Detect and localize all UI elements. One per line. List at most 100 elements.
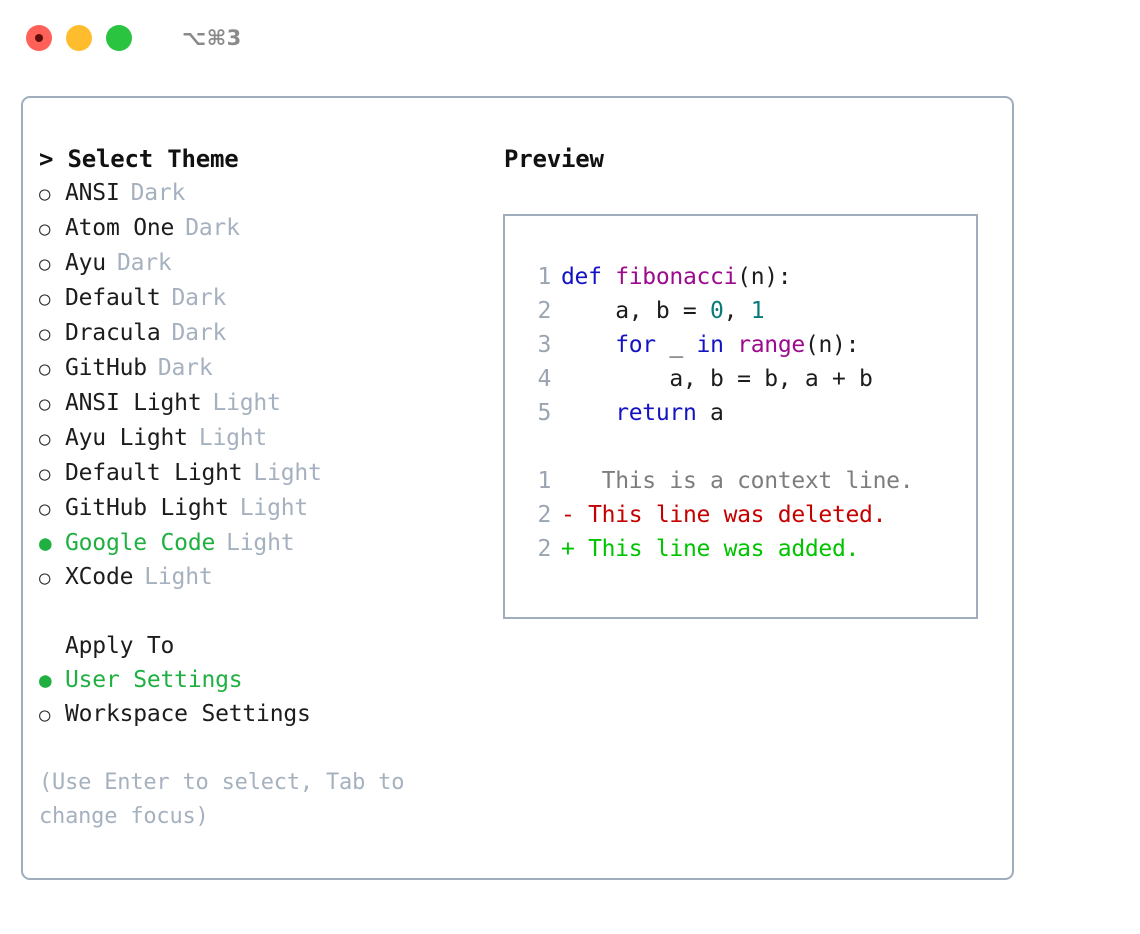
- code-token: [561, 332, 615, 358]
- code-line-content: a, b = b, a + b: [561, 362, 873, 396]
- diff-sign: +: [561, 536, 575, 562]
- apply-to-option-user-settings[interactable]: ●User Settings: [39, 663, 503, 697]
- code-token: for: [615, 332, 656, 358]
- radio-unselected-icon: ○: [39, 498, 51, 520]
- maximize-window-icon[interactable]: [106, 25, 132, 51]
- list-spacer: [39, 595, 503, 629]
- theme-variant-badge: Light: [253, 460, 322, 486]
- code-token: fibonacci: [615, 264, 738, 290]
- keyboard-help-text: (Use Enter to select, Tab to change focu…: [39, 766, 449, 834]
- theme-option-label: XCode: [65, 564, 134, 590]
- preview-heading: Preview: [504, 145, 604, 173]
- diff-sample: 1 This is a context line.2- This line wa…: [519, 464, 976, 566]
- code-token: [561, 400, 615, 426]
- code-token: (n):: [737, 264, 792, 290]
- theme-option-default-light[interactable]: ○ Default Light Light: [39, 456, 503, 491]
- theme-variant-badge: Light: [144, 564, 213, 590]
- diff-line-number: 2: [537, 536, 551, 562]
- select-theme-heading-label: Select Theme: [67, 145, 239, 173]
- apply-to-option-list: ●User Settings○Workspace Settings: [39, 663, 503, 732]
- code-token: _: [655, 332, 697, 358]
- theme-variant-badge: Light: [198, 425, 268, 451]
- code-token: in: [696, 332, 724, 358]
- select-theme-heading: > Select Theme: [39, 142, 503, 176]
- diff-line-content: This is a context line.: [574, 468, 914, 494]
- radio-unselected-icon: ○: [39, 183, 51, 205]
- diff-line-content: This line was deleted.: [574, 502, 887, 528]
- theme-variant-badge: Dark: [171, 320, 227, 346]
- theme-variant-badge: Dark: [171, 285, 227, 311]
- close-window-icon[interactable]: [26, 25, 52, 51]
- keyboard-help-line-1: (Use Enter to select, Tab to: [39, 770, 405, 795]
- theme-option-default[interactable]: ○ Default Dark: [39, 281, 503, 316]
- code-line: 4 a, b = b, a + b: [519, 362, 976, 396]
- diff-line: 1 This is a context line.: [519, 464, 976, 498]
- theme-variant-badge: Dark: [157, 355, 213, 381]
- code-token: 1: [750, 298, 765, 324]
- code-token: a, b =: [561, 298, 711, 324]
- apply-to-option-workspace-settings[interactable]: ○Workspace Settings: [39, 697, 503, 732]
- radio-unselected-icon: ○: [39, 253, 51, 275]
- code-token: return: [615, 400, 697, 426]
- code-line-content: for _ in range(n):: [561, 328, 859, 362]
- code-line: 1 def fibonacci(n):: [519, 260, 976, 294]
- radio-unselected-icon: ○: [39, 358, 51, 380]
- window-titlebar: ⌥⌘3: [0, 0, 1140, 76]
- radio-selected-icon: ●: [39, 531, 52, 555]
- theme-variant-badge: Dark: [185, 215, 240, 241]
- radio-unselected-icon: ○: [39, 218, 51, 240]
- code-diff-separator: [519, 430, 976, 464]
- line-number: 3: [537, 332, 551, 358]
- code-line-content: a, b = 0, 1: [561, 294, 764, 328]
- code-token: a: [696, 400, 724, 426]
- code-token: a, b = b, a + b: [561, 366, 873, 392]
- theme-option-label: Default: [65, 285, 161, 311]
- code-token: [724, 332, 738, 358]
- diff-sign: [561, 464, 575, 498]
- code-line-content: return a: [561, 396, 724, 430]
- code-line: 3 for _ in range(n):: [519, 328, 976, 362]
- prompt-caret: >: [39, 145, 68, 173]
- theme-variant-badge: Light: [212, 390, 281, 416]
- radio-unselected-icon: ○: [39, 463, 51, 485]
- line-number: 1: [537, 264, 551, 290]
- theme-option-label: GitHub Light: [65, 495, 229, 521]
- theme-option-github[interactable]: ○ GitHub Dark: [39, 351, 503, 386]
- theme-option-label: Default Light: [65, 460, 243, 486]
- code-token: (n):: [804, 332, 860, 358]
- code-line-content: def fibonacci(n):: [561, 260, 792, 294]
- code-token: 0: [710, 298, 724, 324]
- radio-unselected-icon: ○: [39, 393, 51, 415]
- code-token: range: [737, 332, 805, 358]
- minimize-window-icon[interactable]: [66, 25, 92, 51]
- diff-line-number: 2: [537, 502, 551, 528]
- apply-to-heading: Apply To: [65, 633, 175, 659]
- diff-line-content: This line was added.: [574, 536, 860, 562]
- theme-variant-badge: Light: [226, 530, 295, 556]
- apply-to-option-label: Workspace Settings: [65, 701, 311, 727]
- theme-option-ansi-light[interactable]: ○ ANSI Light Light: [39, 386, 503, 421]
- theme-option-label: ANSI: [65, 180, 120, 206]
- theme-option-google-code[interactable]: ● Google Code Light: [39, 526, 503, 560]
- theme-option-label: ANSI Light: [65, 390, 202, 416]
- line-number: 2: [537, 298, 551, 324]
- radio-unselected-icon: ○: [39, 288, 51, 310]
- theme-option-label: Google Code: [65, 530, 216, 556]
- line-number: 4: [537, 366, 551, 392]
- code-token: ,: [723, 298, 751, 324]
- theme-option-label: GitHub: [65, 355, 147, 381]
